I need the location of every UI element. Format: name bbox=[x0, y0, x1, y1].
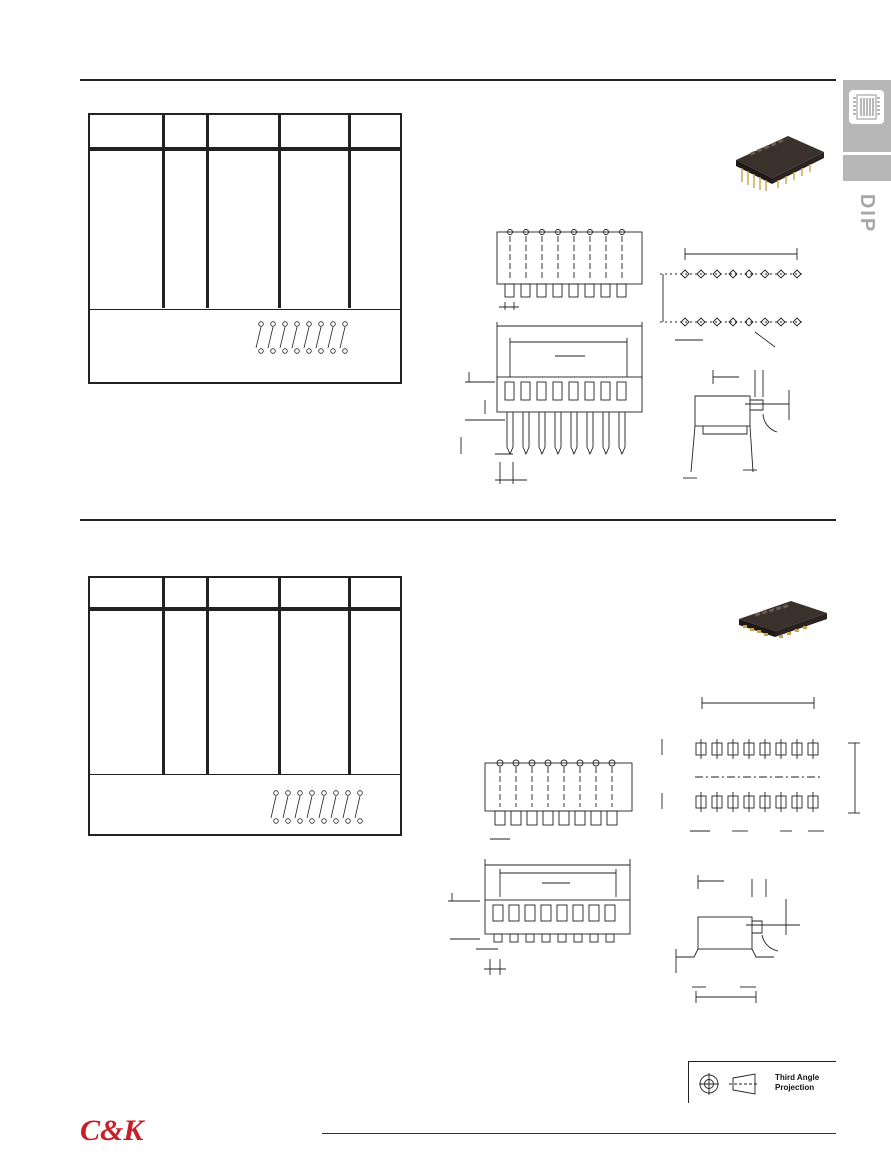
side-tab-icon-block bbox=[843, 80, 891, 152]
spec-table-bottom bbox=[88, 576, 402, 836]
section-divider-middle bbox=[80, 519, 836, 521]
table-column-divider bbox=[278, 578, 281, 774]
table-column-divider bbox=[348, 115, 351, 308]
dip-switch-icon bbox=[849, 90, 884, 124]
projection-label-line2: Projection bbox=[775, 1083, 815, 1092]
side-tab-label-text: DIP bbox=[856, 193, 879, 233]
side-tab-strip bbox=[843, 155, 891, 181]
ck-logo-text: C&K bbox=[80, 1114, 145, 1146]
table-column-divider bbox=[348, 578, 351, 774]
table-bottom-rule bbox=[90, 774, 400, 775]
table-column-divider bbox=[278, 115, 281, 308]
table-bottom-rule bbox=[90, 309, 400, 310]
footer-rule bbox=[322, 1133, 836, 1134]
dimension-drawing-top bbox=[460, 229, 805, 484]
ck-logo: C&K bbox=[80, 1114, 145, 1146]
table-column-divider bbox=[206, 578, 209, 774]
table-column-divider bbox=[206, 115, 209, 308]
section-divider-top bbox=[80, 79, 836, 81]
projection-label-line1: Third Angle bbox=[775, 1073, 820, 1082]
circuit-diagram-bottom bbox=[270, 790, 363, 824]
circuit-diagram-top bbox=[255, 321, 348, 354]
third-angle-projection-icon bbox=[699, 1073, 759, 1095]
table-header-rule bbox=[90, 147, 400, 151]
table-column-divider bbox=[162, 115, 165, 308]
product-photo-top bbox=[736, 136, 824, 191]
table-column-divider bbox=[162, 578, 165, 774]
table-header-rule bbox=[90, 607, 400, 611]
side-tab-label: DIP bbox=[843, 183, 891, 243]
projection-label: Third Angle Projection bbox=[775, 1073, 819, 1093]
spec-table-top bbox=[88, 113, 402, 384]
third-angle-projection-box: Third Angle Projection bbox=[688, 1061, 836, 1103]
product-photo-bottom bbox=[739, 601, 827, 638]
dimension-drawing-bottom bbox=[448, 697, 860, 1003]
